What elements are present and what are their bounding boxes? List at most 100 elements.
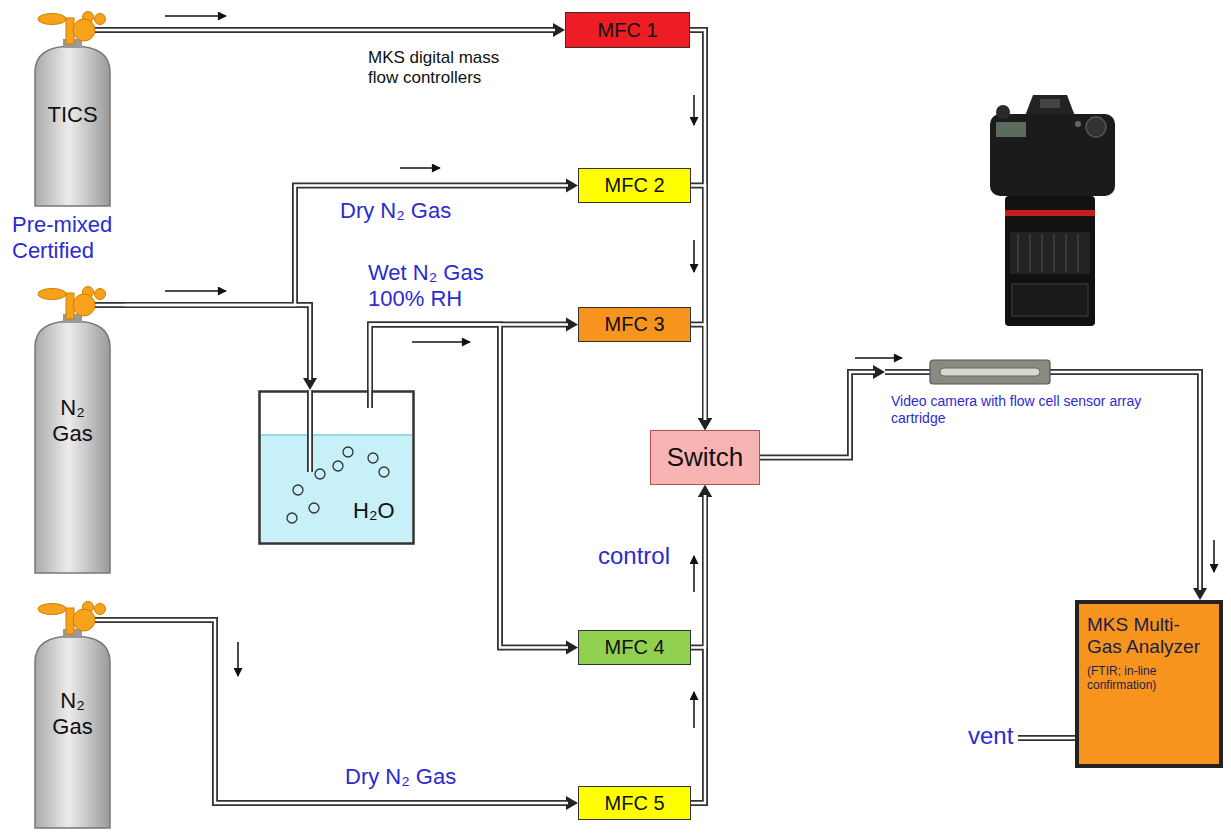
flow-cell-caption: Video camera with flow cell sensor array…: [891, 393, 1149, 427]
pipe-bore: [370, 325, 568, 391]
pipe-bore: [309, 390, 311, 472]
lens-ridge: [1029, 234, 1031, 272]
box-label: MFC 3: [605, 313, 665, 336]
flow-arrow: [165, 15, 226, 17]
gas-line: [691, 485, 712, 648]
valve-handle: [38, 14, 66, 25]
pipe-wall: [92, 302, 125, 308]
pipe-bore: [369, 390, 371, 408]
regulator-knob: [95, 604, 106, 615]
cell-body: [930, 360, 1050, 384]
flow-arrow: [855, 357, 902, 359]
box-label: MFC 2: [605, 174, 665, 197]
pipe-wall: [125, 186, 568, 306]
camera-button: [1075, 121, 1081, 127]
camera-hotshoe: [1040, 99, 1060, 108]
gas-line: [370, 318, 578, 391]
water: [261, 435, 412, 542]
analyzer-note: (FTIR; in-line confirmation): [1087, 664, 1211, 692]
pipe-walls: [125, 23, 1207, 810]
bubble: [293, 485, 303, 495]
flow-arrow: [237, 642, 239, 676]
gas-line: [691, 325, 712, 431]
pipe-bore: [125, 620, 568, 803]
bubble: [333, 461, 343, 471]
vent-pipe-bore: [1018, 737, 1075, 739]
pipe-wall: [691, 325, 705, 421]
cylinder-label: N₂ Gas: [47, 395, 99, 448]
cylinder-caption: Pre-mixed Certified: [12, 212, 142, 264]
cylinder-body: [35, 636, 110, 828]
cell-slot: [940, 368, 1040, 376]
pipe-bore: [1049, 371, 1155, 373]
note-text: MKS digital mass flow controllers: [368, 48, 518, 88]
pipe-bore: [92, 619, 125, 621]
regulator-knob: [95, 14, 106, 25]
mass-flow-controller: MFC 1: [565, 12, 690, 48]
gas-line: [691, 186, 712, 431]
regulator-body: [73, 19, 95, 41]
lens-ridge: [1053, 234, 1055, 272]
pipe-bore: [691, 186, 705, 421]
pipe-bore: [760, 372, 875, 458]
camera-lcd: [996, 122, 1026, 137]
pipe-bore: [125, 29, 555, 31]
text-holder: TICS: [35, 102, 110, 128]
flow-arrow: [412, 341, 470, 343]
flow-arrow: [693, 95, 695, 125]
bubble: [287, 513, 297, 523]
line-label: Dry N₂ Gas: [345, 764, 495, 790]
gas-line: [125, 179, 578, 306]
flow-arrow: [693, 240, 695, 272]
pipe-bore: [691, 495, 705, 648]
bubble: [315, 469, 325, 479]
pipe-bore: [691, 495, 705, 803]
water-label: H₂O: [353, 498, 412, 524]
text-holder: H₂O: [353, 498, 412, 524]
gas-line: [690, 30, 712, 430]
mass-flow-controller: MFC 3: [578, 307, 691, 342]
camera-lens: [1005, 196, 1095, 326]
text-holder: N₂ Gas: [47, 395, 99, 448]
water-bubbler: H₂O: [258, 390, 415, 545]
pipe-bore: [691, 325, 705, 421]
gas-cylinder: N₂ Gas: [30, 600, 125, 830]
gas-analyzer: MKS Multi-Gas Analyzer (FTIR; in-line con…: [1075, 600, 1223, 768]
pipe-wall: [92, 617, 125, 623]
flow-arrow: [400, 167, 440, 169]
valve-handle: [38, 604, 66, 615]
lens-ridges: [1018, 234, 1078, 272]
gas-cylinder: TICS: [30, 10, 125, 208]
pipe-wall: [760, 372, 875, 458]
flow-arrow: [693, 692, 695, 728]
video-camera: [990, 95, 1115, 326]
line-label: control: [598, 542, 693, 570]
bubbler-wall: [260, 392, 414, 544]
pipe-wall: [690, 30, 705, 420]
gas-cylinder: N₂ Gas: [30, 285, 125, 575]
analyzer-title: MKS Multi-Gas Analyzer: [1087, 614, 1211, 659]
mass-flow-controller: MFC 4: [578, 630, 691, 665]
flow-arrows: [165, 16, 1214, 728]
vent-pipe: [1018, 738, 1075, 739]
lens-ridge: [1017, 234, 1019, 272]
pipe-bore: [885, 371, 931, 373]
cylinder-body: [35, 321, 110, 573]
box-label: Switch: [667, 443, 744, 473]
text-holder: Video camera with flow cell sensor array…: [891, 393, 1149, 427]
text-holder: N₂ Gas: [47, 688, 99, 741]
pipe-bores: [125, 30, 1200, 803]
pipe-bore: [690, 30, 705, 420]
line-label: vent: [968, 722, 1018, 750]
pipe-wall: [1049, 369, 1155, 375]
flow-cell: Video camera with flow cell sensor array…: [885, 357, 1155, 435]
box-label: MFC 4: [605, 636, 665, 659]
regulator-knob: [95, 289, 106, 300]
pipe-wall: [307, 390, 313, 472]
flow-arrow: [165, 290, 226, 292]
line-label: Wet N₂ Gas 100% RH: [368, 260, 508, 312]
box-label: MFC 1: [598, 19, 658, 42]
